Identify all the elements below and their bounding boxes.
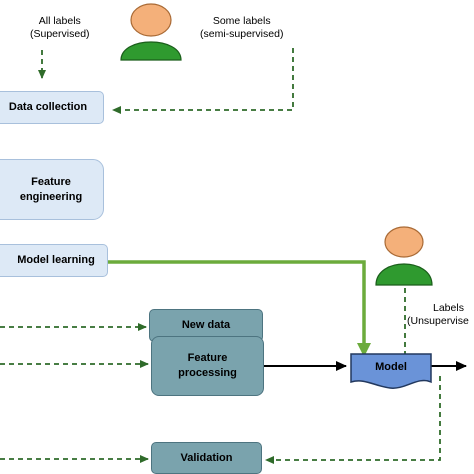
label-some-labels: Some labels (semi-supervised) [200, 15, 283, 41]
data-collection-box: Data collection [0, 91, 104, 124]
data-collection-label: Data collection [8, 101, 88, 114]
label-unsupervised-line1: Labels [433, 302, 464, 314]
feature-processing-label-line2: processing [178, 367, 237, 379]
arrow-semi-supervised-to-data-collection [112, 48, 294, 114]
label-unsupervised: Labels (Unsupervise [407, 302, 469, 328]
person-icon-right [375, 226, 433, 286]
label-some-labels-line1: Some labels [212, 15, 271, 27]
feature-engineering-label-line2: engineering [19, 190, 83, 203]
validation-box: Validation [151, 442, 262, 474]
label-all-labels-line2: (Supervised) [30, 28, 90, 41]
feature-engineering-label-line1: Feature [31, 175, 71, 188]
new-data-label: New data [181, 319, 231, 332]
label-all-labels-line1: All labels [38, 15, 81, 27]
person-icon-top [120, 3, 182, 61]
validation-label: Validation [180, 451, 233, 464]
model-shape [350, 353, 432, 389]
feature-processing-label-line1: Feature [187, 352, 228, 365]
model-label: Model [375, 360, 407, 373]
model-learning-label: Model learning [17, 254, 95, 267]
feature-processing-box: Feature processing [151, 336, 264, 396]
model-box-label: Model [351, 354, 431, 380]
label-unsupervised-line2: (Unsupervise [407, 315, 469, 328]
model-learning-box: Model learning [0, 244, 108, 277]
feature-engineering-box: Feature engineering [0, 159, 104, 220]
arrow-model-to-validation [265, 376, 441, 464]
label-all-labels: All labels (Supervised) [30, 15, 90, 41]
label-some-labels-line2: (semi-supervised) [200, 28, 284, 41]
arrow-model-learning-to-model [108, 260, 371, 357]
